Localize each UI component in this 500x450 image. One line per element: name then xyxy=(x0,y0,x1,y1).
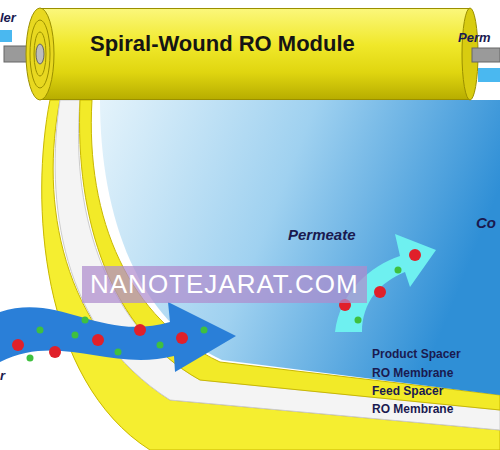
layer-label: RO Membrane xyxy=(372,366,453,380)
feed-label: ler xyxy=(0,10,16,25)
center-tube xyxy=(36,44,44,64)
ro-membrane-sheet xyxy=(42,100,500,450)
permeate-pipe xyxy=(472,48,500,62)
watermark: NANOTEJARAT.COM xyxy=(82,266,367,303)
feed-water-label: r xyxy=(0,368,5,383)
permeate-outlet-label: Perm xyxy=(458,30,491,45)
layer-label: Product Spacer xyxy=(372,347,461,361)
module-cylinder: Spiral-Wound RO Module xyxy=(40,8,470,100)
feed-spacer-sheet xyxy=(55,100,500,430)
permeate-outlet-arrow xyxy=(478,68,500,82)
ro-membrane-sheet xyxy=(80,100,500,410)
concentrate-label: Co xyxy=(476,214,496,231)
feed-inlet-arrow xyxy=(0,30,12,42)
layer-label: RO Membrane xyxy=(372,402,453,416)
layer-label: Feed Spacer xyxy=(372,384,443,398)
feed-arrow xyxy=(0,302,236,372)
spiral-ring xyxy=(30,20,50,88)
spiral-ring xyxy=(34,32,46,76)
spiral-end xyxy=(26,8,54,100)
module-title: Spiral-Wound RO Module xyxy=(90,31,355,57)
solute-particles xyxy=(12,317,208,362)
permeate-label: Permeate xyxy=(288,226,356,243)
